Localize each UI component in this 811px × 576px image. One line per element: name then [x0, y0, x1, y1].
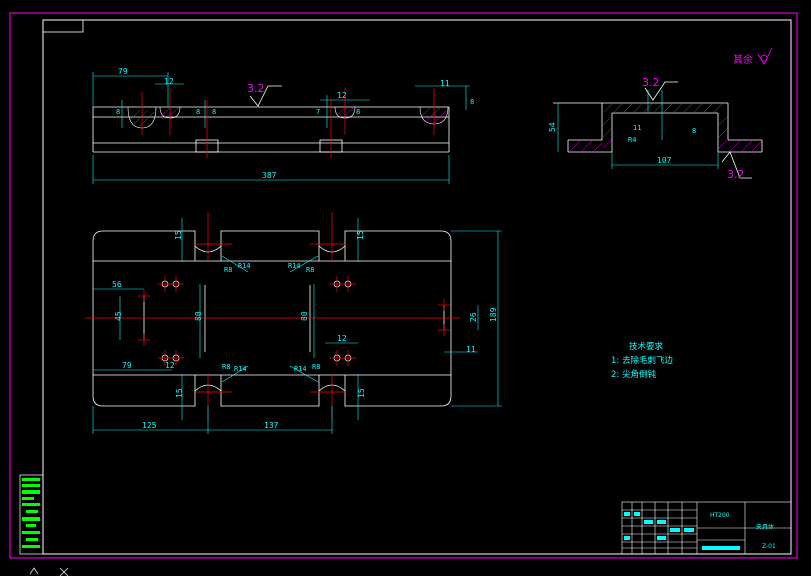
roughness-rest-label: 其余 [733, 53, 753, 66]
dim-hole-y-right: 80 [300, 311, 309, 321]
section-width: 107 [657, 156, 672, 165]
notes-item-1: 1: 去除毛刺飞边 [611, 355, 673, 366]
front-view-slots [127, 106, 449, 129]
roughness-symbol-top [249, 85, 282, 107]
plan-dim-lines [92, 218, 502, 434]
dim-top-left-slot-depth: 15 [174, 230, 183, 240]
dim-r8-br: R8 [312, 363, 320, 371]
title-block [621, 501, 792, 555]
dim-r14-tl: R14 [238, 262, 251, 270]
dim-left-offset: 79 [118, 67, 128, 76]
title-block-fills [624, 512, 740, 550]
ucs-icon [29, 567, 69, 576]
section-hatch [569, 103, 762, 152]
roughness-section-bottom-value: 3.2 [727, 168, 745, 181]
roughness-section-top-value: 3.2 [642, 76, 660, 89]
dim-hole-pitch-right: 12 [337, 334, 347, 343]
dim-hole-pitch-left-bottom: 12 [165, 361, 175, 370]
section-r-label: R4 [628, 136, 636, 144]
roughness-top-value: 3.2 [247, 82, 265, 95]
inner-frame [42, 19, 792, 555]
front-view [92, 106, 450, 153]
dim-small-f: 8 [470, 98, 474, 106]
notes-item-2: 2: 尖角倒钝 [611, 369, 656, 380]
plan-holes [161, 280, 352, 362]
section-view [553, 102, 763, 153]
roughness-rest-symbol [757, 47, 773, 65]
section-wall: 11 [633, 124, 641, 132]
dim-small-d: 7 [316, 108, 320, 116]
dim-hole-span-left: 45 [114, 311, 123, 321]
roughness-symbol-section-bottom [721, 151, 752, 179]
dim-bottom-right-slot-depth: 15 [357, 388, 366, 398]
dim-r8-bl: R8 [222, 363, 230, 371]
dim-slot-width-mid: 12 [337, 91, 347, 100]
dim-right-hole-pitch: 11 [466, 345, 476, 354]
dim-hole-x-left: 56 [112, 280, 122, 289]
outer-frame [9, 12, 798, 559]
title-drawing-no: Z-01 [762, 543, 776, 550]
notes-heading: 技术要求 [629, 341, 664, 352]
section-dim-lines [557, 90, 719, 169]
roughness-symbol-section-top [644, 81, 678, 101]
dim-small-b: 8 [196, 108, 200, 116]
front-view-center-lines [141, 88, 435, 158]
corner-box [42, 19, 84, 33]
dim-overall-length: 387 [262, 171, 277, 180]
dim-125: 125 [142, 421, 157, 430]
plan-center-lines [85, 212, 460, 420]
dim-bottom-left-slot-depth: 15 [175, 388, 184, 398]
dim-slot-width-left: 12 [164, 77, 174, 86]
dim-top-right-slot-depth: 15 [356, 230, 365, 240]
section-inner: 8 [692, 127, 696, 135]
dim-small-e: 8 [356, 108, 360, 116]
front-view-dim-lines [92, 72, 470, 184]
dim-r8-tl: R8 [224, 266, 232, 274]
plan-view [92, 230, 452, 407]
dim-137: 137 [264, 421, 279, 430]
front-view-hatch [129, 107, 447, 127]
title-part-name: 夹具体 [756, 523, 774, 531]
dim-r14-tr: R14 [288, 262, 301, 270]
dim-right-hole-span: 26 [469, 312, 478, 322]
dim-r14-br: R14 [294, 365, 307, 373]
binding-strip [19, 474, 44, 555]
dim-small-c: 8 [212, 108, 216, 116]
section-height: 54 [548, 122, 557, 132]
dim-left-bottom-offset: 79 [122, 361, 132, 370]
dim-r8-tr: R8 [306, 266, 314, 274]
dim-hole-y-left: 80 [194, 311, 203, 321]
dim-overall-width: 189 [489, 307, 498, 322]
title-material: HT200 [710, 512, 730, 519]
dim-small-a: 8 [116, 108, 120, 116]
dim-r14-bl: R14 [234, 365, 247, 373]
dim-slot-width-right: 11 [440, 79, 450, 88]
